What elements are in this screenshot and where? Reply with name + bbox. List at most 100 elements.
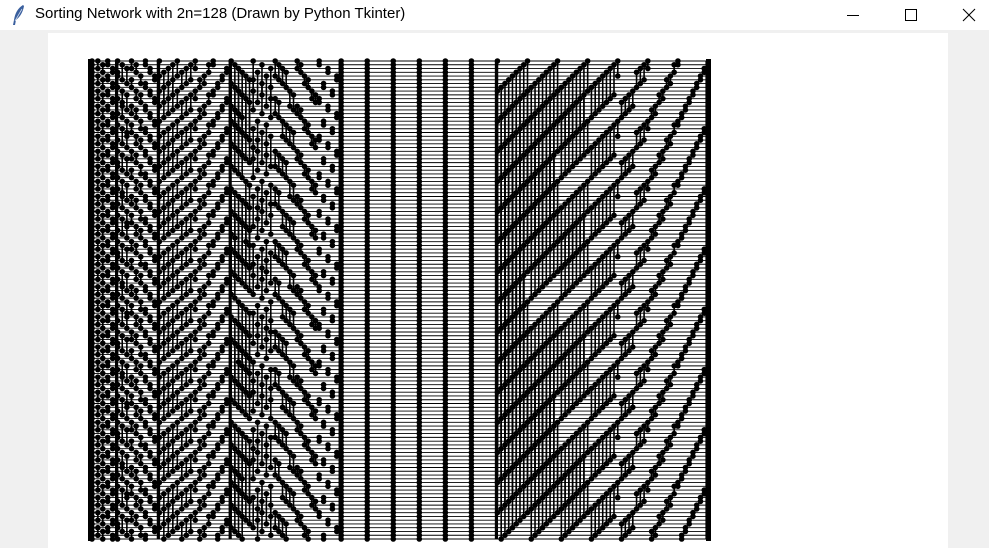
comparator-dot <box>142 174 149 181</box>
comparator-dot <box>316 250 322 256</box>
comparator-dot <box>119 528 126 535</box>
comparator-dot <box>309 321 315 328</box>
comparator-dot <box>124 171 130 177</box>
comparator-dot <box>196 468 203 475</box>
comparator-dot <box>577 457 583 463</box>
comparator-dot <box>614 73 621 79</box>
comparator-dot <box>137 171 144 177</box>
comparator-dot <box>569 464 576 471</box>
comparator-dot <box>156 118 163 125</box>
comparator-dot <box>298 159 304 166</box>
comparator-dot <box>156 284 163 290</box>
comparator-dot <box>290 378 297 384</box>
comparator-dot <box>442 513 449 520</box>
comparator-dot <box>235 193 242 200</box>
comparator-dot <box>539 163 546 170</box>
comparator-dot <box>114 498 121 505</box>
comparator-dot <box>287 359 293 365</box>
comparator-dot <box>267 133 274 140</box>
comparator-dot <box>214 265 221 271</box>
comparator-dot <box>95 404 101 411</box>
comparator-dot <box>517 186 523 192</box>
comparator-dot <box>566 197 572 204</box>
comparator-dot <box>588 506 595 512</box>
comparator-dot <box>626 92 632 98</box>
comparator-dot <box>584 238 591 245</box>
comparator-dot <box>133 321 139 328</box>
comparator-dot <box>124 517 130 523</box>
comparator-dot <box>151 235 158 241</box>
comparator-dot <box>219 317 225 324</box>
comparator-dot <box>577 396 583 403</box>
comparator-dot <box>607 396 614 403</box>
comparators-group <box>89 58 708 542</box>
comparator-dot <box>267 84 274 91</box>
comparator-dot <box>416 310 423 316</box>
comparator-dot <box>179 506 185 512</box>
comparator-dot <box>554 268 561 275</box>
comparator-dot <box>99 453 106 460</box>
comparator-dot <box>239 430 245 437</box>
comparator-dot <box>99 227 106 234</box>
comparator-dot <box>161 144 167 151</box>
comparator-dot <box>128 472 135 478</box>
comparator-dot <box>128 220 135 226</box>
comparator-dot <box>156 359 163 365</box>
comparator-dot <box>228 103 234 109</box>
comparator-dot <box>246 438 253 444</box>
comparator-dot <box>325 220 331 226</box>
comparator-dot <box>228 58 234 64</box>
comparator-dot <box>156 464 163 471</box>
comparator-dot <box>133 133 139 140</box>
comparator-dot <box>205 423 212 429</box>
comparator-dot <box>196 355 203 362</box>
comparator-dot <box>569 344 576 350</box>
comparator-dot <box>301 171 308 177</box>
comparator-dot <box>290 310 297 316</box>
comparator-dot <box>254 487 261 493</box>
comparator-dot <box>416 280 423 286</box>
comparator-dot <box>95 133 101 140</box>
comparator-dot <box>312 189 319 196</box>
comparator-dot <box>279 261 286 268</box>
close-button[interactable] <box>940 0 989 30</box>
comparator-dot <box>581 453 587 460</box>
title-bar[interactable]: Sorting Network with 2n=128 (Drawn by Py… <box>0 0 989 30</box>
comparator-dot <box>133 513 139 520</box>
comparator-dot <box>214 235 221 241</box>
comparator-dot <box>114 265 121 271</box>
comparator-dot <box>133 250 139 256</box>
comparator-dot <box>513 69 520 76</box>
comparator-dot <box>520 513 527 520</box>
comparator-dot <box>114 521 121 527</box>
comparator-dot <box>298 340 304 347</box>
maximize-button[interactable] <box>882 0 940 30</box>
comparator-dot <box>142 220 149 226</box>
comparator-dot <box>633 69 640 76</box>
comparator-dot <box>151 280 158 286</box>
comparator-dot <box>569 73 576 79</box>
comparator-dot <box>554 419 561 426</box>
comparator-dot <box>219 257 225 264</box>
comparator-dot <box>259 528 265 535</box>
comparator-dot <box>124 182 130 188</box>
comparator-dot <box>250 340 256 347</box>
comparator-dot <box>569 223 576 230</box>
comparator-dot <box>151 212 158 219</box>
comparator-dot <box>243 156 249 162</box>
comparator-dot <box>607 246 614 252</box>
comparator-dot <box>133 366 139 373</box>
comparator-dot <box>124 400 130 407</box>
comparator-dot <box>305 528 311 535</box>
comparator-dot <box>151 144 158 151</box>
comparator-dot <box>109 370 116 377</box>
comparator-dot <box>137 453 144 460</box>
minimize-button[interactable] <box>824 0 882 30</box>
comparator-dot <box>99 536 106 542</box>
comparator-dot <box>494 58 501 64</box>
comparator-dot <box>305 348 311 354</box>
comparator-dot <box>137 479 144 486</box>
comparator-dot <box>528 84 535 91</box>
comparator-dot <box>214 355 221 362</box>
comparator-dot <box>210 332 217 339</box>
